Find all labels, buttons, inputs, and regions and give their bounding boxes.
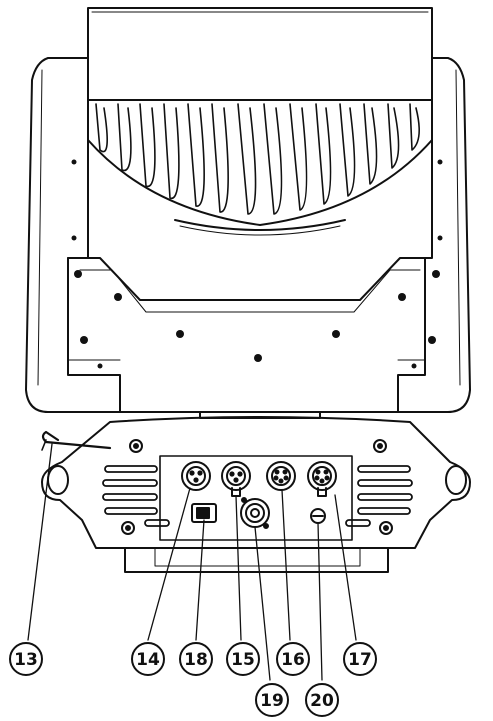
callout-circle-18 xyxy=(179,642,213,676)
leader-14 xyxy=(147,487,191,641)
yoke-plate xyxy=(67,257,426,301)
power-switch xyxy=(191,503,217,523)
leader-19 xyxy=(254,526,271,681)
vents-left xyxy=(102,465,170,527)
callout-19: 19 xyxy=(260,691,284,711)
leader-13 xyxy=(27,443,53,641)
heatsink xyxy=(87,99,433,226)
xlr-input-5pin xyxy=(266,461,296,491)
callout-17: 17 xyxy=(348,650,372,670)
handle-left xyxy=(47,465,69,495)
base-foot xyxy=(124,547,389,573)
leader-16 xyxy=(281,489,291,641)
leader-17 xyxy=(334,494,357,641)
callout-14: 14 xyxy=(136,650,160,670)
handle-right xyxy=(445,465,467,495)
callout-20: 20 xyxy=(310,691,334,711)
callout-circle-17 xyxy=(343,642,377,676)
leader-15 xyxy=(235,495,242,641)
leader-18 xyxy=(195,519,205,641)
leader-lines xyxy=(27,443,357,681)
leader-20 xyxy=(317,522,323,681)
base-housing xyxy=(41,416,471,549)
yoke-screws xyxy=(71,159,443,369)
callout-16: 16 xyxy=(281,650,305,670)
callout-circle-19 xyxy=(255,683,289,717)
base xyxy=(41,411,471,573)
antenna xyxy=(41,430,112,450)
connector-panel xyxy=(159,455,353,541)
callout-circle-13 xyxy=(9,642,43,676)
callout-circle-16 xyxy=(276,642,310,676)
vents-right xyxy=(345,465,413,527)
power-connector xyxy=(240,497,270,529)
xlr-input-3pin xyxy=(181,461,211,491)
head-housing xyxy=(87,7,433,101)
callout-18: 18 xyxy=(184,650,208,670)
yoke-arm-right xyxy=(397,57,471,413)
yoke-arm-left xyxy=(25,57,121,413)
callout-15: 15 xyxy=(231,650,255,670)
callout-circle-14 xyxy=(131,642,165,676)
callout-13: 13 xyxy=(14,650,38,670)
callout-circles xyxy=(9,642,377,717)
base-screws xyxy=(121,439,393,535)
xlr-output-5pin xyxy=(307,461,337,497)
fuse-holder xyxy=(310,508,326,524)
heatsink-fins xyxy=(95,103,420,215)
callout-circle-15 xyxy=(226,642,260,676)
xlr-output-3pin xyxy=(221,461,251,497)
moving-head xyxy=(25,7,471,413)
callout-circle-20 xyxy=(305,683,339,717)
